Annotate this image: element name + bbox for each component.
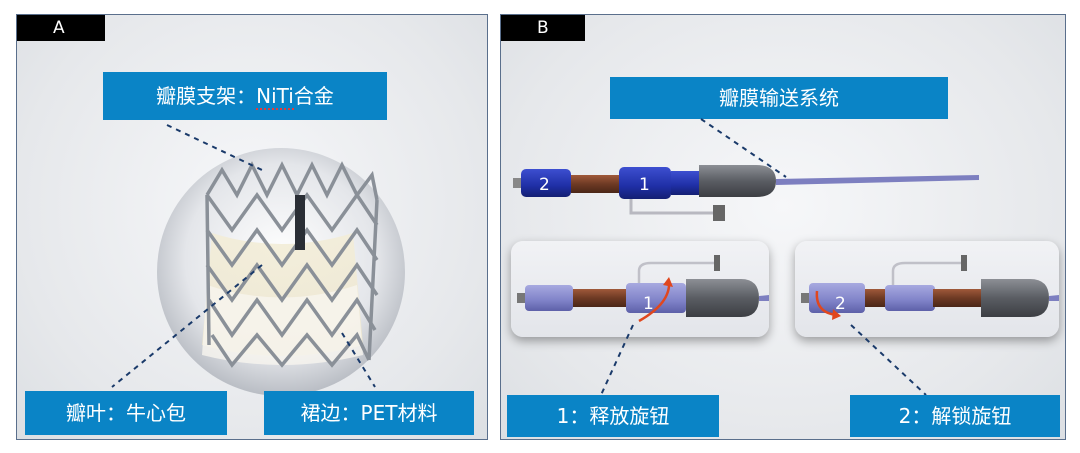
flush-port <box>713 205 725 221</box>
delivery-system-illustration: 2 1 <box>513 118 979 221</box>
inset-2-knob-number: 2 <box>835 294 846 314</box>
delivery-tip-cap <box>513 178 523 188</box>
delivery-system-label: 瓣膜输送系统 <box>610 77 948 119</box>
panel-a: A <box>16 14 488 440</box>
panel-b-tag: B <box>501 15 585 41</box>
release-knob-label: 1：释放旋钮 <box>507 395 719 437</box>
knob-2-number: 2 <box>539 175 550 195</box>
handle-collar <box>671 171 699 195</box>
unlock-knob-label: 2：解锁旋钮 <box>850 395 1060 437</box>
inset-1-knob-number: 1 <box>643 294 654 314</box>
panel-b: B 瓣膜输送系统 <box>500 14 1066 440</box>
knob-2-unlock <box>521 169 571 197</box>
flush-line <box>629 199 716 215</box>
leader-line-system <box>700 118 787 178</box>
panel-a-tag: A <box>17 15 105 41</box>
frame-label-niti: NiTi <box>256 84 294 110</box>
knob-1-release <box>619 167 671 199</box>
valve-commissure-post <box>295 195 305 250</box>
frame-label-text: 瓣膜支架： <box>156 84 257 108</box>
leader-lines-a <box>111 124 376 388</box>
frame-material-label: 瓣膜支架：NiTi合金 <box>103 72 387 120</box>
leaflet-material-label: 瓣叶：牛心包 <box>25 391 227 435</box>
knob-1-number: 1 <box>639 175 650 195</box>
frame-label-tail: 合金 <box>293 84 334 108</box>
valve-stent-frame <box>205 161 379 368</box>
skirt-material-label: 裙边：PET材料 <box>264 391 474 435</box>
inset-release-illustration: 1 <box>517 255 769 323</box>
inset-release-knob: 1 <box>511 241 769 337</box>
valve-illustration <box>111 124 405 396</box>
delivery-rod-1 <box>571 175 621 193</box>
valve-skirt-fabric <box>202 285 363 365</box>
inset-unlock-illustration: 2 <box>801 255 1059 320</box>
inset-unlock-knob: 2 <box>795 241 1059 337</box>
delivery-handle <box>699 165 776 197</box>
delivery-catheter <box>776 175 979 185</box>
